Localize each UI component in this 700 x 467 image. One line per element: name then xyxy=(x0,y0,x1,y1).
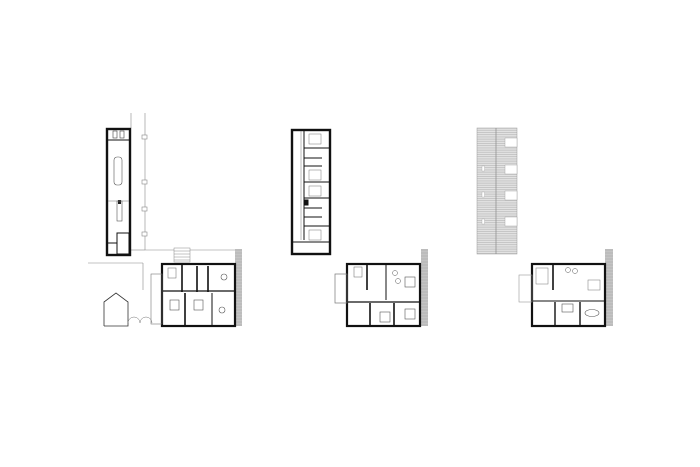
skylight xyxy=(481,191,485,198)
upper-floor-plan xyxy=(290,128,428,328)
bathtub xyxy=(584,309,600,317)
terrain-strip xyxy=(421,249,428,326)
entry-stairs xyxy=(173,247,191,263)
barn-upper-floor xyxy=(290,128,332,256)
dormer-window xyxy=(504,190,518,201)
house-attic-floor xyxy=(518,262,607,328)
barn-roof xyxy=(476,127,518,255)
terrain-strip xyxy=(605,249,613,326)
barn-ground-floor xyxy=(105,127,132,257)
skylight xyxy=(481,218,485,225)
shed xyxy=(103,292,153,327)
colonnade xyxy=(88,113,238,290)
skylight xyxy=(481,165,485,172)
dormer-window xyxy=(504,137,518,148)
house-upper-floor xyxy=(334,262,422,328)
roof-and-attic-plan xyxy=(476,127,613,328)
house-ground-floor xyxy=(150,262,237,328)
dormer-window xyxy=(504,164,518,175)
dining-table xyxy=(113,156,123,186)
ground-floor-plan xyxy=(88,113,242,328)
dormer-window xyxy=(504,216,518,227)
terrain-strip xyxy=(235,249,242,326)
